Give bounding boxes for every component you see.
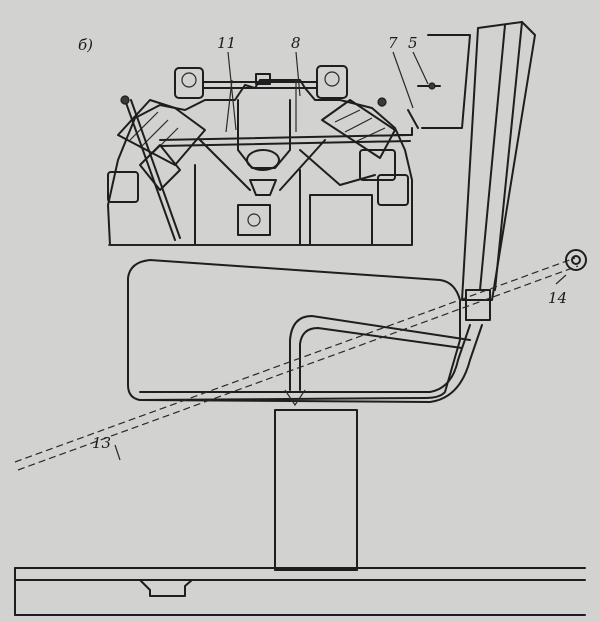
callout-leaders [114, 51, 429, 461]
seat-pedestal [14, 409, 586, 616]
callout-5: 5 [408, 34, 418, 52]
seat-back [461, 21, 536, 321]
callout-7: 7 [388, 34, 398, 52]
callout-14: 14 [548, 289, 567, 307]
callout-13: 13 [92, 434, 111, 452]
engine-assembly [107, 34, 471, 246]
panel-label: б) [78, 36, 93, 54]
callout-8: 8 [291, 34, 301, 52]
callout-11: 11 [217, 34, 236, 52]
control-cable [14, 249, 587, 471]
seat-cushion [127, 259, 483, 407]
